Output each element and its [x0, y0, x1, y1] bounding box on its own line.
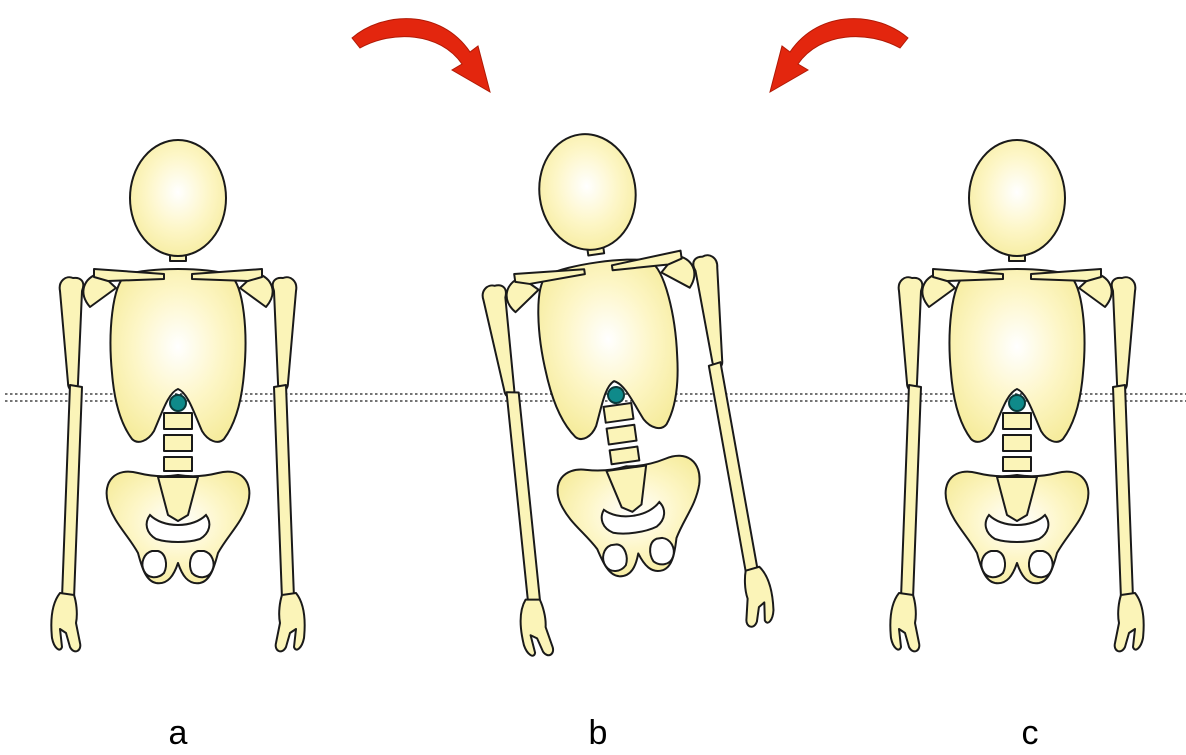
skeleton-panel-b: [454, 117, 776, 659]
rotate-counterclockwise-arrow-icon: [770, 19, 908, 92]
panel-label-a: a: [169, 714, 188, 752]
skeleton-panel-a: [51, 140, 304, 651]
panel-label-c: c: [1022, 714, 1039, 752]
panel-label-b: b: [589, 714, 608, 752]
rotate-clockwise-arrow-icon: [352, 19, 490, 92]
skeleton-panel-c: [890, 140, 1143, 651]
